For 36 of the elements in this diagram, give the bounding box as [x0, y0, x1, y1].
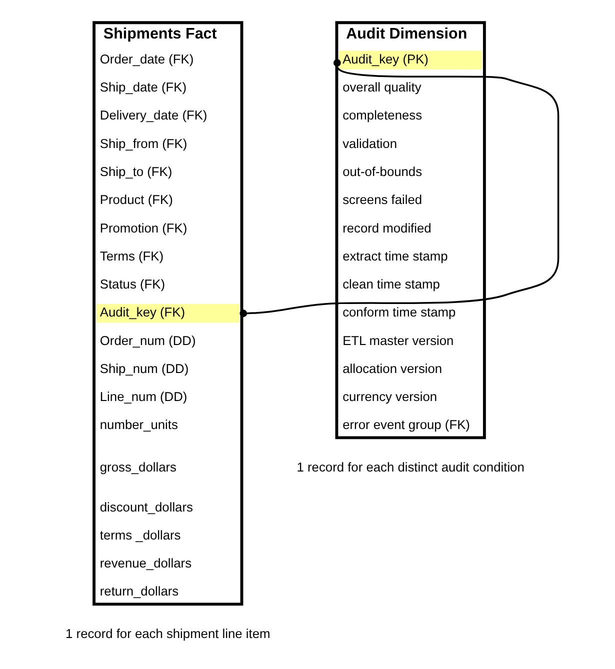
- node-text: conform time stamp: [342, 304, 456, 320]
- node-text: Order_date (FK): [99, 51, 194, 66]
- node-text: return_dollars: [99, 584, 178, 599]
- node-box: Audit_key (PK): [338, 50, 482, 70]
- node-text: overall quality: [342, 80, 421, 95]
- node-text: Ship_date (FK): [99, 80, 186, 95]
- node-text: Product (FK): [99, 192, 172, 208]
- node-text: gross_dollars: [99, 459, 176, 474]
- node-text: revenue_dollars: [99, 556, 192, 571]
- node-text: Ship_from (FK): [99, 136, 187, 151]
- node-text: Ship_num (DD): [99, 360, 188, 376]
- node-box: Audit_key (FK): [96, 304, 239, 323]
- node-label: 1 record for each shipment line item: [65, 626, 270, 641]
- node-text: terms _dollars: [99, 527, 180, 542]
- node-text: allocation version: [342, 360, 442, 376]
- node-text: extract time stamp: [342, 248, 448, 264]
- node-text: screens failed: [342, 192, 422, 208]
- node-label: 1 record for each distinct audit condition: [296, 459, 524, 474]
- node-text: completeness: [342, 108, 422, 123]
- node-text: Delivery_date (FK): [99, 108, 207, 123]
- node-text: Order_num (DD): [99, 332, 196, 348]
- node-text: Line_num (DD): [99, 389, 187, 404]
- node-text: Status (FK): [99, 276, 165, 292]
- node-text: discount_dollars: [99, 499, 192, 514]
- node-text: clean time stamp: [342, 276, 440, 292]
- node-text: record modified: [342, 220, 431, 236]
- node-text: Promotion (FK): [99, 220, 187, 236]
- node-text: Terms (FK): [99, 248, 164, 264]
- node-text: number_units: [99, 417, 178, 432]
- node-text: error event group (FK): [342, 417, 470, 432]
- node-text: Ship_to (FK): [99, 164, 172, 179]
- node-text: currency version: [342, 389, 437, 404]
- connector: [239, 59, 559, 318]
- node-text: ETL master version: [342, 332, 454, 348]
- node-text: out-of-bounds: [342, 164, 422, 179]
- node-text: validation: [342, 136, 396, 151]
